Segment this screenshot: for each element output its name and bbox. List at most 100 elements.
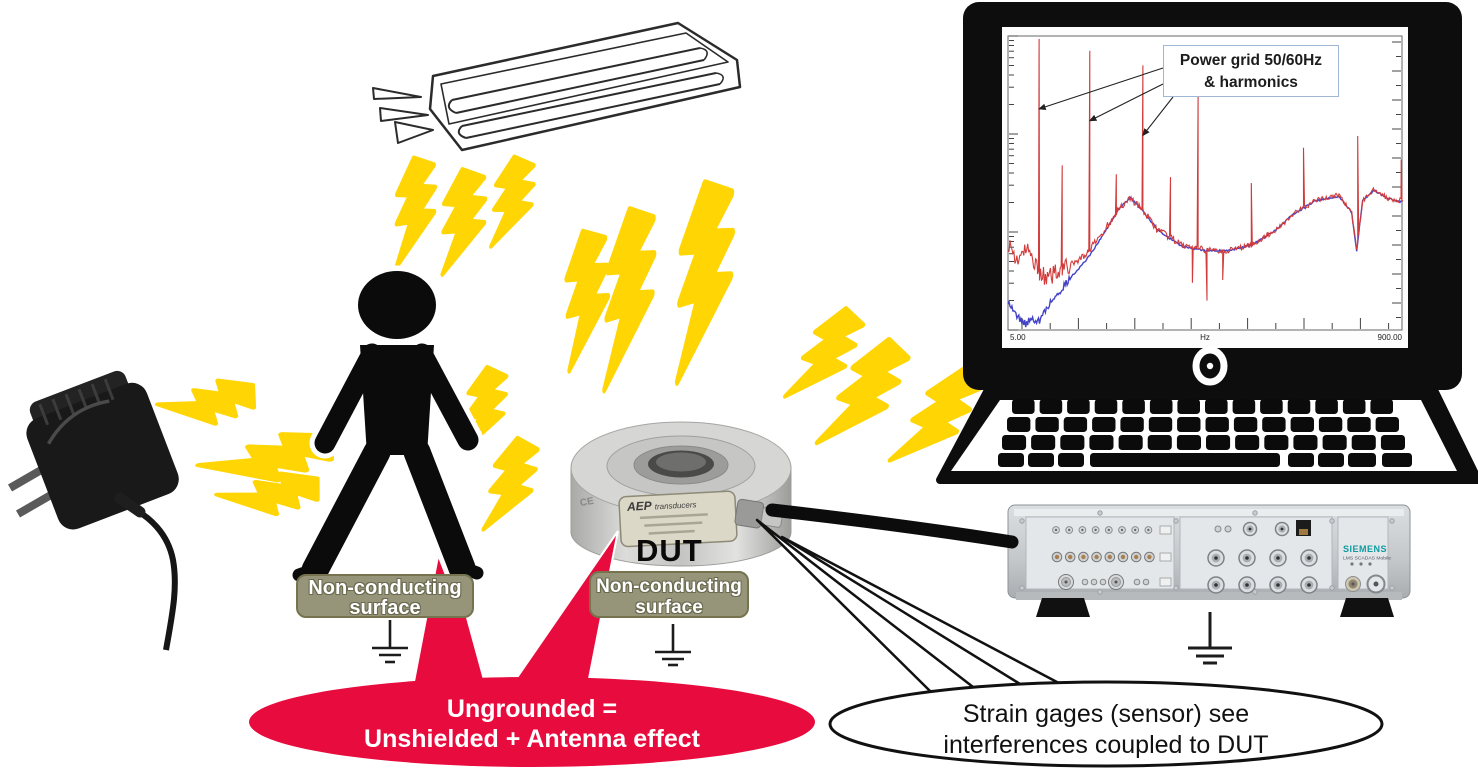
bnc-connector-pin <box>1214 556 1218 560</box>
keyboard-key <box>1028 453 1054 467</box>
status-led <box>1359 562 1363 566</box>
human-body-icon <box>292 265 484 589</box>
keyboard-key <box>1322 435 1347 450</box>
bnc-connector-pin <box>1245 556 1249 560</box>
keyboard-key <box>1288 453 1314 467</box>
annotation-arrows <box>1038 67 1174 137</box>
surface-label-left-line2: surface <box>349 597 421 619</box>
input-connector-pin <box>1107 528 1111 532</box>
x-axis-unit-label: Hz <box>1200 333 1210 342</box>
keyboard-key <box>1002 435 1027 450</box>
input-connector <box>1133 578 1141 586</box>
fluorescent-lamp-icon <box>372 21 742 152</box>
panel-screw <box>1329 585 1335 591</box>
daq-front-end-photo <box>1007 504 1411 617</box>
keyboard-key <box>1039 399 1063 414</box>
lightning-bolt-icon <box>554 231 616 374</box>
keyboard-key <box>1147 435 1172 450</box>
adapter-cable <box>126 503 178 651</box>
bubble-tail <box>755 518 988 699</box>
spectrum-traces <box>1007 38 1404 328</box>
power-adapter-icon <box>7 370 179 651</box>
input-connector-pin <box>1094 528 1097 532</box>
panel-screw <box>1019 518 1025 524</box>
module-tag <box>1159 552 1172 562</box>
panel-screw <box>1329 518 1335 524</box>
dut-label: DUT <box>636 533 703 568</box>
status-led <box>1350 562 1354 566</box>
keyboard-key <box>1347 417 1371 432</box>
input-connector <box>1214 525 1222 533</box>
input-connector-pin <box>1120 528 1124 532</box>
panel-screw <box>1389 518 1395 524</box>
webcam-icon <box>1192 346 1228 386</box>
keyboard-key <box>1351 435 1376 450</box>
speech-bubble <box>755 518 1384 768</box>
panel-screw <box>1019 585 1025 591</box>
keyboard-key <box>1315 399 1338 414</box>
keyboard-key <box>1380 435 1405 450</box>
keyboard-key <box>1089 435 1114 450</box>
lightning-bolt-icon <box>659 183 746 387</box>
keyboard-key <box>1058 453 1084 467</box>
keyboard-key <box>1205 417 1229 432</box>
input-connector-pin <box>1107 554 1113 560</box>
input-connector <box>1090 578 1098 586</box>
keyboard-key <box>1177 417 1201 432</box>
lemo-connector-pin <box>1114 580 1118 584</box>
keyboard-key <box>1094 399 1118 414</box>
panel-screw <box>1173 518 1179 524</box>
input-connector-pin <box>1054 528 1058 532</box>
ungrounded-callout-shape <box>249 677 815 767</box>
keyboard-key <box>1264 435 1289 450</box>
panel-screw <box>1389 585 1395 591</box>
bnc-connector-pin <box>1307 583 1311 587</box>
chart-annotation-box: Power grid 50/60Hz & harmonics <box>1163 45 1339 97</box>
keyboard-key <box>1012 399 1035 414</box>
keyboard-key <box>1375 417 1399 432</box>
input-connector <box>1224 525 1232 533</box>
keyboard-key <box>1318 417 1343 432</box>
strain-gages-callout-text: Strain gages (sensor) see interferences … <box>862 699 1350 761</box>
keyboard-key <box>1370 399 1393 414</box>
input-connector-pin <box>1068 554 1073 560</box>
chart-annotation-line1: Power grid 50/60Hz <box>1179 52 1323 69</box>
surface-label-right-line1: Non-conducting <box>596 576 742 597</box>
keyboard-key <box>1235 435 1260 450</box>
keyboard-key <box>1318 453 1344 467</box>
bnc-connector-pin <box>1276 583 1280 587</box>
status-led <box>1368 562 1372 566</box>
keyboard-key <box>1120 417 1144 432</box>
lightning-bolt-icon <box>477 154 544 254</box>
chart-annotation-line2: & harmonics <box>1204 74 1298 91</box>
keyboard-key <box>1031 435 1056 450</box>
keyboard-key <box>1063 417 1088 432</box>
daq-connectors <box>1019 510 1395 595</box>
lightning-bolt-icon <box>382 157 444 273</box>
strain-line2: interferences coupled to DUT <box>943 731 1269 759</box>
ungrounded-callout-text: Ungrounded = Unshielded + Antenna effect <box>282 694 782 754</box>
input-connector <box>1099 578 1107 586</box>
keyboard-key <box>1293 435 1318 450</box>
sensor-plate-brand-suffix: transducers <box>654 500 697 512</box>
keyboard-key <box>1262 417 1286 432</box>
webcam-dot <box>1206 362 1214 370</box>
surface-label-left-line1: Non-conducting <box>308 577 462 599</box>
panel-screw <box>1097 510 1103 516</box>
bnc-connector-pin <box>1280 527 1284 531</box>
daq-module-label: LMS SCADAS Mobile <box>1343 555 1391 561</box>
input-connector-pin <box>1134 554 1139 560</box>
panel-screw <box>1252 589 1258 595</box>
keyboard-key <box>1232 399 1256 414</box>
keyboard-key <box>1067 399 1090 414</box>
keyboard-key <box>1382 453 1412 467</box>
keyboard-key <box>1260 399 1283 414</box>
keyboard-key <box>1233 417 1258 432</box>
person-torso <box>360 345 434 455</box>
surface-label-left: Non-conducting surface <box>296 574 474 618</box>
x-axis-end-label: 900.00 <box>1377 333 1402 342</box>
daq-foot <box>1340 598 1394 617</box>
keyboard-key <box>1287 399 1311 414</box>
